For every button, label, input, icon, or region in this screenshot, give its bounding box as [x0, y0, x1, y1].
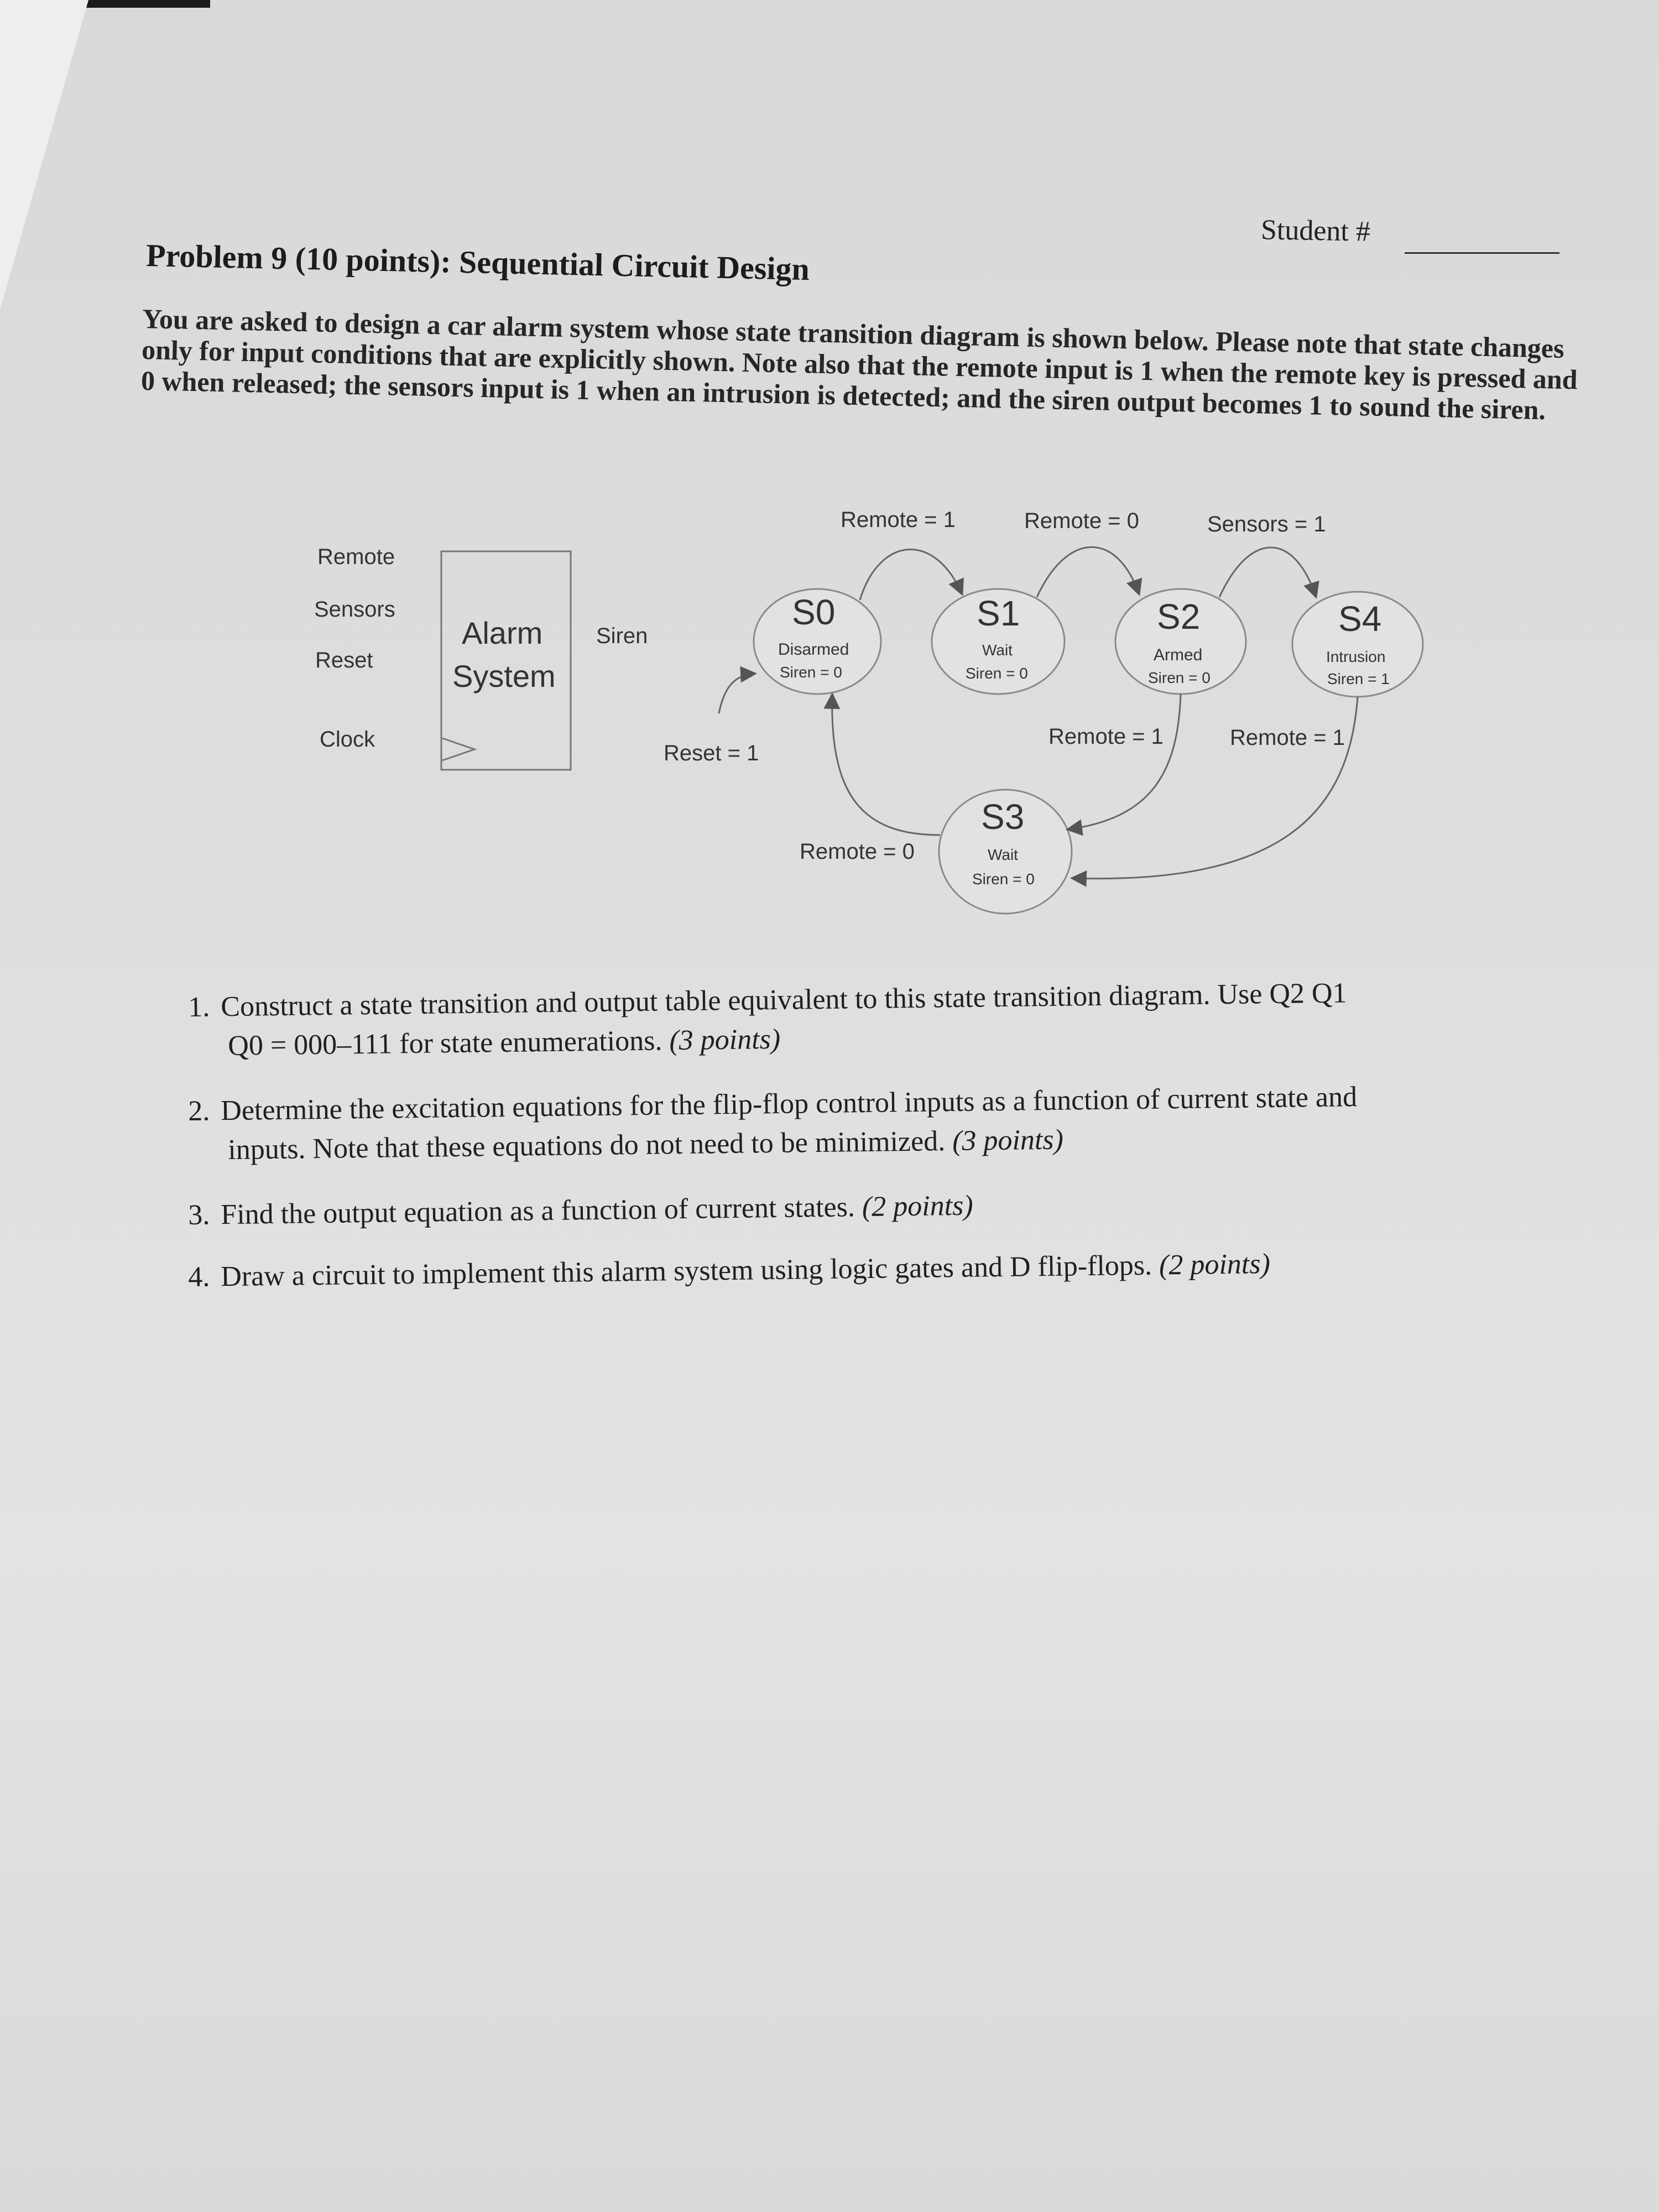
arc-s2-s4 — [1218, 546, 1319, 599]
arc-s4-s3 — [1070, 696, 1359, 887]
arc-s3-s0 — [823, 692, 941, 836]
block-name-line1: Alarm — [462, 615, 543, 650]
label-s2-s4: Sensors = 1 — [1207, 512, 1326, 536]
state-s3-circle — [938, 789, 1073, 915]
question-2-number: 2. — [188, 1095, 210, 1127]
state-s1-id: S1 — [977, 593, 1020, 633]
state-s4-output: Siren = 1 — [1327, 670, 1390, 687]
arc-s2-s3 — [1066, 693, 1182, 836]
state-s0-circle — [753, 588, 882, 695]
arc-s0-s1 — [859, 549, 964, 601]
folded-corner — [0, 0, 88, 310]
label-s0-s1: Remote = 1 — [841, 508, 956, 532]
state-s0-id: S0 — [792, 592, 836, 632]
output-siren: Siren — [596, 624, 648, 648]
state-s1-circle — [931, 588, 1066, 695]
question-1-cont: Q0 = 000–111 for state enumerations. — [228, 1025, 662, 1062]
input-remote: Remote — [317, 545, 395, 569]
state-s3-id: S3 — [981, 797, 1025, 837]
state-s1-output: Siren = 0 — [966, 665, 1028, 682]
label-s1-s2: Remote = 0 — [1024, 509, 1139, 533]
state-s4-desc: Intrusion — [1326, 648, 1386, 665]
question-1-continued: Q0 = 000–111 for state enumerations. (3 … — [228, 1023, 780, 1062]
input-clock: Clock — [320, 727, 375, 752]
state-s2-output: Siren = 0 — [1148, 669, 1211, 686]
arc-reset — [718, 666, 757, 714]
question-1-points: (3 points) — [669, 1023, 781, 1057]
block-name-line2: System — [452, 659, 556, 693]
label-s2-s3: Remote = 1 — [1048, 724, 1164, 749]
state-s3-output: Siren = 0 — [972, 870, 1035, 888]
state-s2-id: S2 — [1157, 597, 1201, 637]
arc-s1-s2 — [1036, 546, 1142, 598]
question-4-points: (2 points) — [1159, 1248, 1271, 1281]
question-4-number: 4. — [188, 1261, 210, 1293]
label-reset: Reset = 1 — [664, 741, 759, 765]
state-s0-desc: Disarmed — [778, 640, 849, 659]
input-reset: Reset — [315, 648, 373, 672]
state-s0-output: Siren = 0 — [780, 664, 842, 681]
alarm-system-box — [440, 550, 572, 771]
input-sensors: Sensors — [314, 597, 395, 622]
question-2-points: (3 points) — [952, 1124, 1064, 1157]
state-s4-id: S4 — [1338, 599, 1382, 639]
label-s3-s0: Remote = 0 — [800, 839, 915, 864]
clock-triangle — [442, 737, 477, 761]
state-s2-desc: Armed — [1154, 646, 1203, 664]
question-3-points: (2 points) — [862, 1190, 973, 1223]
label-s4-s3: Remote = 1 — [1230, 726, 1345, 750]
question-1-number: 1. — [188, 991, 210, 1023]
question-3-number: 3. — [188, 1199, 210, 1231]
state-s3-desc: Wait — [988, 846, 1018, 863]
state-s1-desc: Wait — [982, 641, 1013, 659]
student-number-blank — [1405, 252, 1559, 254]
